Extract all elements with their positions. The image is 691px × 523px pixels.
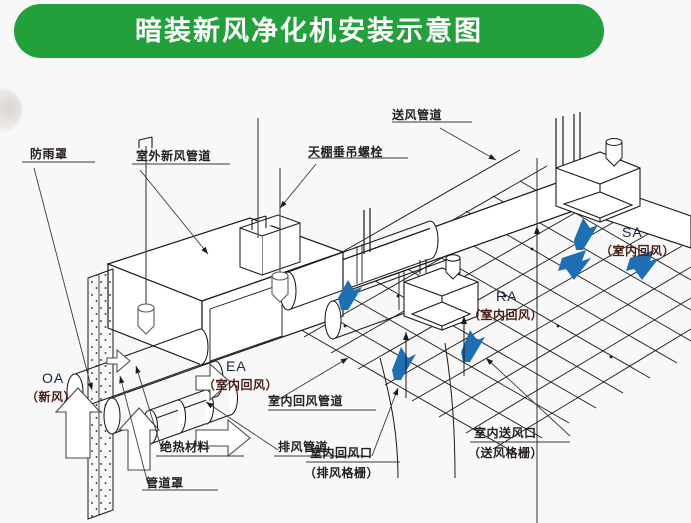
label-ra-name: （室内回风）: [468, 308, 544, 322]
label-indoor-return-air-inlet-sub: （排风格栅）: [304, 466, 380, 480]
supply-duct-hangers: [363, 112, 581, 254]
supply-air-diffuser-box-near: [403, 267, 479, 331]
exterior-wall: [87, 268, 114, 520]
label-rain-cover: 防雨罩: [30, 147, 68, 161]
corner-watermark-artifact: [0, 88, 22, 132]
airflow-arrows-outline: [54, 362, 251, 471]
label-outdoor-fresh-air-duct: 室外新风管道: [136, 149, 212, 163]
label-ceiling-hanger-bolt: 天棚垂吊螺栓: [308, 145, 384, 159]
leader-lines: [22, 121, 571, 491]
label-oa-name: （新风）: [26, 390, 77, 404]
label-indoor-supply-air-outlet: 室内送风口: [474, 426, 537, 440]
page-title: 暗装新风净化机安装示意图: [135, 15, 483, 47]
label-ea-code: EA: [226, 358, 247, 374]
label-indoor-return-air-duct: 室内回风管道: [268, 394, 344, 408]
exhaust-duct-run: [103, 360, 224, 435]
label-insulation-material: 绝热材料: [160, 440, 211, 454]
label-sa-name: （室内回风）: [600, 244, 676, 258]
label-exhaust-duct: 排风管道: [278, 440, 329, 454]
hvac-schematic-drawing: [22, 112, 691, 523]
label-oa-code: OA: [42, 370, 65, 386]
label-ra-code: RA: [496, 288, 518, 304]
label-duct-cover: 管道罩: [146, 476, 184, 490]
supply-air-diffuser-box-far: [555, 151, 641, 223]
title-banner: 暗装新风净化机安装示意图: [14, 4, 604, 58]
label-indoor-return-air-inlet: 室内回风口: [310, 446, 373, 460]
label-ea-name: （室内回风）: [203, 378, 279, 392]
label-sa-code: SA: [622, 224, 643, 240]
label-indoor-supply-air-outlet-sub: （送风格栅）: [468, 446, 544, 460]
label-supply-air-duct: 送风管道: [392, 108, 443, 122]
airflow-arrows-blue: [338, 218, 659, 380]
